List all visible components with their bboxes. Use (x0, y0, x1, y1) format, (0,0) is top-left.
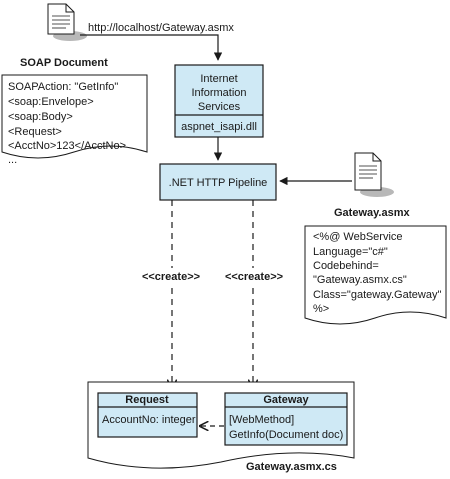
request-class-field: AccountNo: integer (102, 414, 196, 426)
request-arrow (80, 34, 223, 61)
asmx-line: %> (313, 303, 329, 315)
create-label-bg (138, 268, 204, 284)
soap-line: ... (8, 154, 17, 166)
codebehind-title: Gateway.asmx.cs (246, 461, 337, 473)
gateway-class-method: GetInfo(Document doc) (229, 429, 343, 441)
asmx-line: <%@ WebService (313, 231, 403, 243)
pipeline-box (159, 163, 277, 201)
soap-document-title: SOAP Document (20, 57, 108, 69)
iis-module-label: aspnet_isapi.dll (181, 121, 257, 133)
create-label-right: <<create>> (225, 271, 283, 283)
soap-line: <Request> (8, 126, 62, 138)
soap-line: SOAPAction: "GetInfo" (8, 81, 118, 93)
soap-document-lines: SOAPAction: "GetInfo" <soap:Envelope> <s… (8, 81, 126, 166)
soap-line: <soap:Envelope> (8, 96, 94, 108)
iis-label: Internet (200, 73, 237, 85)
iis-label: Services (198, 101, 241, 113)
asmx-line: Class="gateway.Gateway" (313, 289, 441, 301)
asmx-line: Language="c#" (313, 246, 388, 258)
gateway-class-box (224, 392, 348, 446)
gateway-class-attribute: [WebMethod] (229, 414, 294, 426)
iis-label: Information (191, 87, 246, 99)
gateway-asmx-lines: <%@ WebService Language="c#" Codebehind=… (313, 231, 441, 315)
gateway-asmx-note (304, 225, 447, 325)
gateway-asmx-title: Gateway.asmx (334, 207, 411, 219)
request-class-box (97, 392, 198, 438)
soap-line: <soap:Body> (8, 111, 73, 123)
gateway-asmx-icon (354, 152, 394, 197)
iis-box (174, 64, 264, 138)
soap-document-icon (47, 3, 87, 41)
asmx-line: "Gateway.asmx.cs" (313, 274, 407, 286)
soap-document-note (1, 74, 148, 159)
pipeline-label: .NET HTTP Pipeline (169, 177, 268, 189)
soap-line: <AcctNo>123</AcctNo> (8, 140, 126, 152)
request-class-name: Request (125, 394, 169, 406)
create-label-left: <<create>> (142, 271, 200, 283)
asmx-line: Codebehind= (313, 260, 379, 272)
url-label: http://localhost/Gateway.asmx (88, 22, 234, 34)
create-label-bg (222, 268, 286, 284)
gateway-class-name: Gateway (263, 394, 309, 406)
